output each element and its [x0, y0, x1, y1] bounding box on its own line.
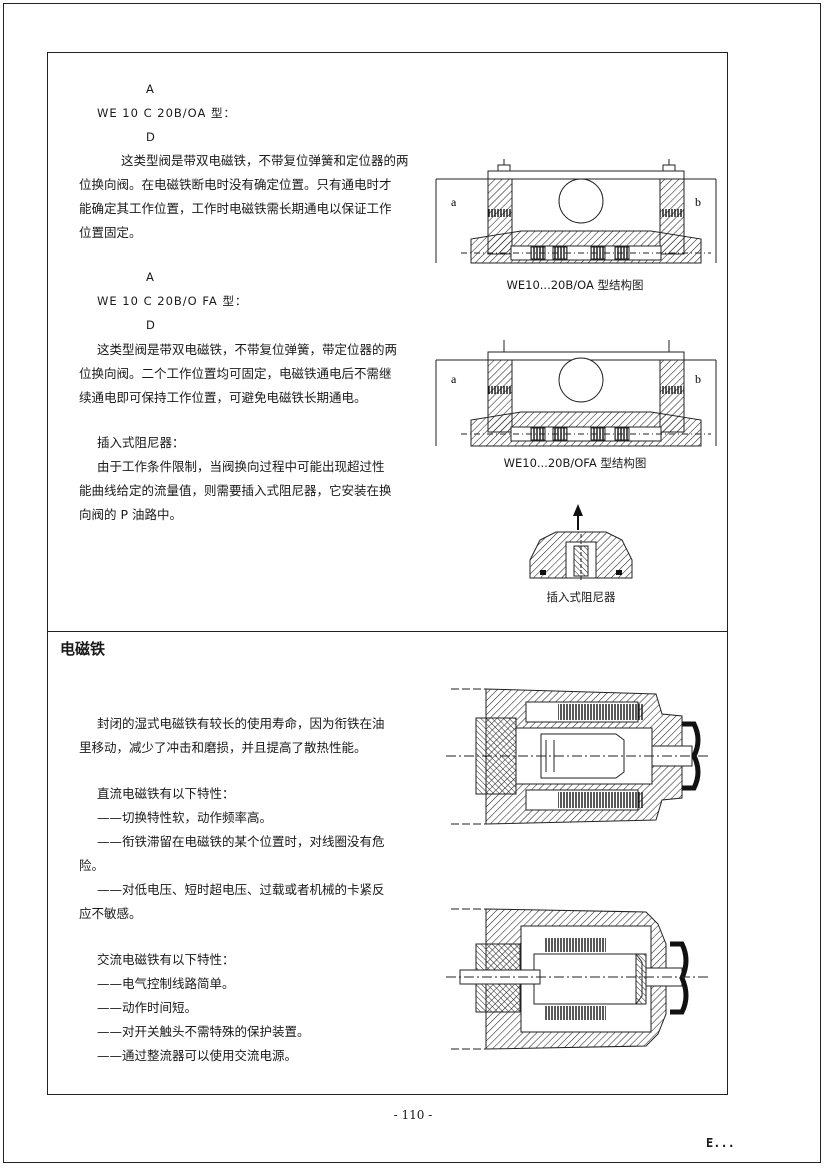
- ofa-figure-caption: WE10...20B/OFA 型结构图: [503, 456, 647, 470]
- ofa-text-line: 位换向阀。二个工作位置均可固定，电磁铁通电后不需继: [79, 366, 392, 381]
- dc-solenoid-diagram: [446, 688, 711, 825]
- page-number: - 110 -: [393, 1108, 433, 1122]
- dc-item: ——衔铁滞留在电磁铁的某个位置时，对线圈没有危: [97, 834, 385, 849]
- damper-heading: 插入式阻尼器：: [97, 435, 185, 450]
- dc-item: ——对低电压、短时超电压、过载或者机械的卡紧反: [97, 882, 385, 897]
- page-border: [3, 3, 821, 1163]
- oa-text-line: 能确定其工作位置，工作时电磁铁需长期通电以保证工作: [79, 201, 392, 216]
- model-ofa-line-a: A: [146, 270, 155, 284]
- ac-heading: 交流电磁铁有以下特性：: [97, 952, 235, 967]
- dc-item: 应不敏感。: [79, 906, 142, 921]
- ofa-text-line: 这类型阀是带双电磁铁，不带复位弹簧，带定位器的两: [97, 342, 398, 357]
- damper-figure-caption: 插入式阻尼器: [546, 590, 616, 604]
- dc-heading: 直流电磁铁有以下特性：: [97, 786, 235, 801]
- ofa-valve-diagram: a b: [435, 340, 717, 447]
- ofa-text-line: 续通电即可保持工作位置，可避免电磁铁长期通电。: [79, 390, 367, 405]
- solenoid-intro-line: 封闭的湿式电磁铁有较长的使用寿命，因为衔铁在油: [97, 716, 385, 731]
- ac-item: ——电气控制线路简单。: [97, 976, 235, 991]
- model-ofa-line-d: D: [146, 318, 156, 332]
- damper-text-line: 能曲线给定的流量值，则需要插入式阻尼器，它安装在换: [79, 483, 392, 498]
- damper-text-line: 由于工作条件限制，当阀换向过程中可能出现超过性: [97, 459, 385, 474]
- ac-item: ——通过整流器可以使用交流电源。: [97, 1048, 298, 1063]
- model-oa-line-a: A: [146, 82, 155, 96]
- model-oa-line-d: D: [146, 130, 156, 144]
- oa-text-line: 位置固定。: [79, 225, 142, 240]
- ac-solenoid-diagram: [446, 908, 711, 1050]
- ac-item: ——动作时间短。: [97, 1000, 198, 1015]
- brand-logo: E...: [706, 1136, 735, 1150]
- model-oa-title: WE 10 C 20B/OA 型：: [97, 106, 237, 120]
- dc-item: ——切换特性软，动作频率高。: [97, 810, 273, 825]
- ofa-label-a: a: [451, 372, 457, 386]
- oa-figure-caption: WE10...20B/OA 型结构图: [506, 278, 644, 292]
- valve-types-section: A WE 10 C 20B/OA 型： D 这类型阀是带双电磁铁，不带复位弹簧和…: [47, 52, 728, 632]
- dc-item: 险。: [79, 858, 105, 873]
- oa-label-b: b: [695, 195, 701, 209]
- damper-diagram: [529, 504, 633, 580]
- damper-text-line: 向阀的 P 油路中。: [79, 507, 182, 522]
- oa-text-line: 这类型阀是带双电磁铁，不带复位弹簧和定位器的两: [121, 153, 409, 168]
- model-ofa-title: WE 10 C 20B/O FA 型：: [97, 294, 248, 308]
- oa-valve-diagram: a b: [435, 159, 717, 264]
- oa-label-a: a: [451, 195, 457, 209]
- section-title-solenoid: 电磁铁: [60, 640, 106, 658]
- ofa-label-b: b: [695, 372, 701, 386]
- solenoid-intro-line: 里移动，减少了冲击和磨损，并且提高了散热性能。: [79, 740, 367, 755]
- oa-text-line: 位换向阀。在电磁铁断电时没有确定位置。只有通电时才: [79, 177, 392, 192]
- solenoid-section-header: 电磁铁: [47, 631, 728, 663]
- ac-item: ——对开关触头不需特殊的保护装置。: [97, 1024, 310, 1039]
- solenoid-section: 封闭的湿式电磁铁有较长的使用寿命，因为衔铁在油 里移动，减少了冲击和磨损，并且提…: [47, 662, 728, 1095]
